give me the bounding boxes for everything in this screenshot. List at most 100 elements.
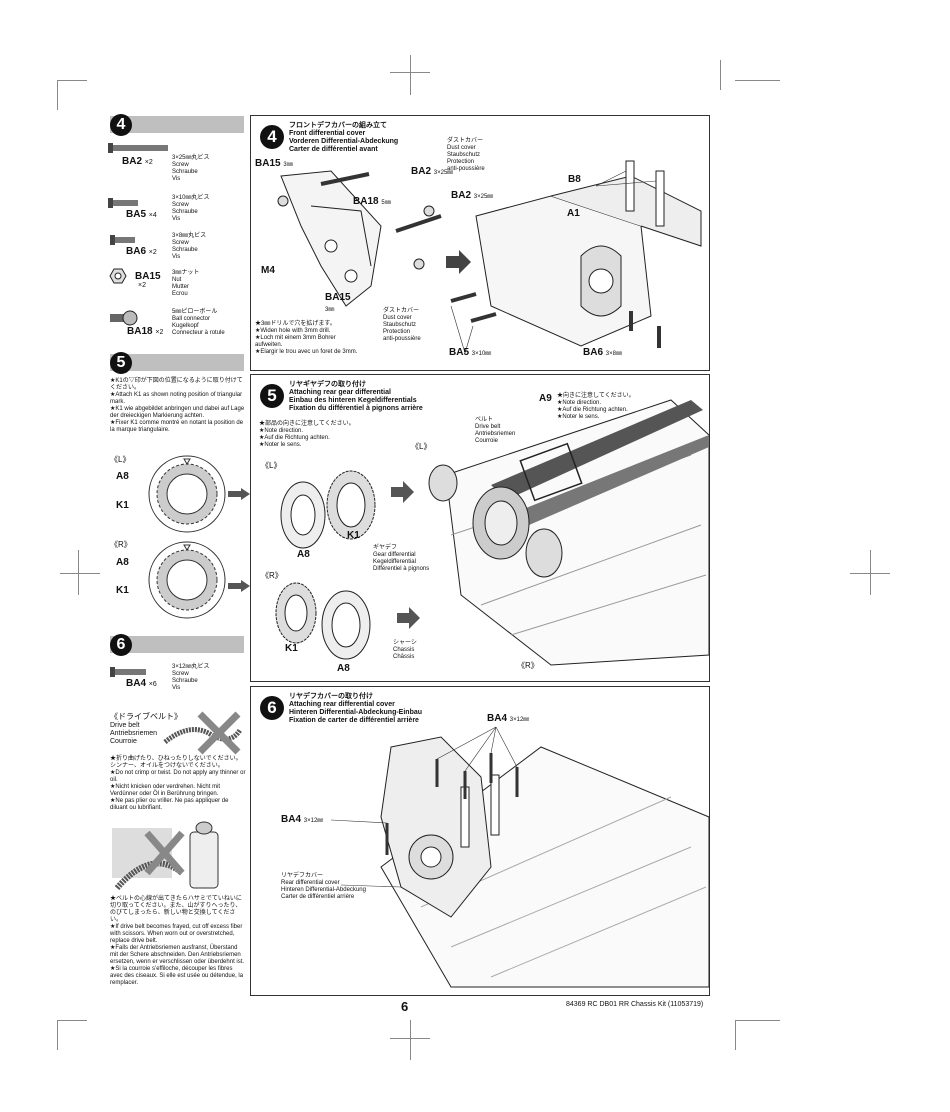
ba15-qty: ×2 <box>138 282 146 289</box>
panel4-ba15-label: BA15 3㎜ <box>255 158 293 169</box>
page-number: 6 <box>401 999 409 1014</box>
ba4-code: BA4 <box>126 678 147 689</box>
panel4-ba5-code: BA5 <box>449 347 470 358</box>
ba15-desc: 3㎜ナット Nut Mutter Ecrou <box>172 270 200 297</box>
step5-right-label: 《R》 <box>110 540 132 549</box>
ba2-qty: ×2 <box>144 159 153 166</box>
panel5-chassis-label: シャーシ Chassis Châssis <box>393 640 417 660</box>
ba18-desc: 5㎜ピローボール Ball connector Kugelkopf Connec… <box>172 309 225 336</box>
panel4-ba5-size: 3×10㎜ <box>471 351 492 357</box>
panel6-title-text: リヤデフカバーの取り付け Attaching rear differential… <box>289 693 423 724</box>
step5-a8-label-l: A8 <box>116 471 129 482</box>
panel-step4: 4 フロントデフカバーの組み立て Front differential cove… <box>250 115 710 371</box>
panel5-k1-label: K1 <box>347 530 360 541</box>
panel4-b8-label: B8 <box>568 174 581 185</box>
panel-step5: 5 リヤギヤデフの取り付け Attaching rear gear differ… <box>250 374 710 682</box>
panel5-title-text: リヤギヤデフの取り付け Attaching rear gear differen… <box>289 381 423 412</box>
panel4-dust-cover-label: ダストカバー Dust cover Staubschutz Protection… <box>447 138 485 172</box>
panel6-step-number: 6 <box>260 696 284 720</box>
rear-diff-cover-illustration <box>330 726 710 988</box>
belt-crimp-illustration <box>163 711 243 755</box>
step5-k1-label-r: K1 <box>116 585 129 596</box>
ba4-screw-icon <box>110 667 146 677</box>
panel4-title-text: フロントデフカバーの組み立て Front differential cover … <box>289 122 399 153</box>
panel4-ba6-label: BA6 3×8㎜ <box>583 347 622 358</box>
panel4-title: フロントデフカバーの組み立て Front differential cover … <box>289 122 398 154</box>
panel4-ba15b-code: BA15 <box>325 292 351 303</box>
drive-belt-title: 《ドライブベルト》 <box>110 712 182 721</box>
ba18-ball-icon <box>110 310 138 326</box>
panel4-ba15-size: 3㎜ <box>283 162 293 168</box>
panel5-gear-diff-label: ギヤデフ Gear differential Kegeldifferential… <box>373 545 430 572</box>
panel4-ba2b-label: BA2 3×25㎜ <box>451 190 493 201</box>
rear-gear-diff-illustration <box>275 399 710 666</box>
ba4-desc: 3×12㎜丸ビス Screw Schraube Vis <box>172 664 210 691</box>
step5-left-label: 《L》 <box>110 455 131 464</box>
panel5-direction-note: ★部品の向きに注意してください。 ★Note direction. ★Auf d… <box>259 421 355 448</box>
panel4-m4-label: M4 <box>261 265 275 276</box>
panel4-ba15-code: BA15 <box>255 158 281 169</box>
ba6-part-label: BA6 ×2 <box>126 246 157 257</box>
ba18-qty: ×2 <box>155 329 164 336</box>
panel4-ba15b-size: 3㎜ <box>325 307 335 313</box>
ba2-desc: 3×25㎜丸ビス Screw Schraube Vis <box>172 155 210 182</box>
ba5-part-label: BA5 ×4 <box>126 209 157 220</box>
panel4-ba6-code: BA6 <box>583 347 604 358</box>
panel4-ba2-label: BA2 3×25㎜ <box>411 166 453 177</box>
ba6-screw-icon <box>110 235 135 245</box>
ba2-screw-icon <box>108 143 168 153</box>
panel4-a1-label: A1 <box>567 208 580 219</box>
panel6-ba4b-code: BA4 <box>281 814 302 825</box>
panel5-belt-label: ベルト Drive belt Antriebsriemen Courroie <box>475 417 516 444</box>
panel5-step-number: 5 <box>260 384 284 408</box>
panel6-ba4b-label: BA4 3×12㎜ <box>281 814 323 825</box>
arrow-icon <box>228 580 250 592</box>
panel5-title: リヤギヤデフの取り付け Attaching rear gear differen… <box>289 381 423 413</box>
ba5-qty: ×4 <box>148 212 157 219</box>
ba2-part-label: BA2 ×2 <box>122 156 153 167</box>
ba2-code: BA2 <box>122 156 143 167</box>
panel5-left-label-2: 《L》 <box>411 442 432 451</box>
panel5-a8-label: A8 <box>297 549 310 560</box>
panel5-k1b-label: K1 <box>285 643 298 654</box>
step6-sidebar-number: 6 <box>110 634 132 656</box>
panel4-ba15b-label: BA15 3㎜ <box>325 292 351 314</box>
panel5-a8b-label: A8 <box>337 663 350 674</box>
ba18-code: BA18 <box>127 326 153 337</box>
panel-step6: 6 リヤデフカバーの取り付け Attaching rear differenti… <box>250 686 710 996</box>
panel6-cover-label: リヤデフカバー Rear differential cover Hinteren… <box>281 873 366 900</box>
panel4-ba2-size: 3×25㎜ <box>433 170 454 176</box>
panel4-ba2b-size: 3×25㎜ <box>473 194 494 200</box>
panel5-a9-label: A9 <box>539 393 552 404</box>
panel4-ba2-code: BA2 <box>411 166 432 177</box>
panel4-drill-note: ★3㎜ドリルで穴を拡げます。 ★Widen hole with 3mm dril… <box>255 321 358 355</box>
ba5-code: BA5 <box>126 209 147 220</box>
panel6-ba4-size: 3×12㎜ <box>509 717 530 723</box>
panel4-ba18-size: 5㎜ <box>381 200 391 206</box>
panel5-left-label: 《L》 <box>261 461 282 470</box>
panel4-ba6-size: 3×8㎜ <box>605 351 622 357</box>
step4-sidebar-header <box>110 116 244 133</box>
drive-belt-names: Drive belt Antriebsriemen Courroie <box>110 722 158 745</box>
panel4-ba18-label: BA18 5㎜ <box>353 196 391 207</box>
ba6-qty: ×2 <box>148 249 157 256</box>
ba4-part-label: BA4 ×6 <box>126 678 157 689</box>
drive-belt-fray-note: ★ベルトの心線が出てきたらハサミでていねいに切り取ってください。また、山がすりへ… <box>110 896 245 986</box>
arrow-icon <box>228 488 250 500</box>
panel5-right-label: 《R》 <box>261 571 283 580</box>
panel6-ba4b-size: 3×12㎜ <box>303 818 324 824</box>
panel4-step-number: 4 <box>260 125 284 149</box>
panel6-ba4-code: BA4 <box>487 713 508 724</box>
ba15-nut-icon <box>109 268 127 284</box>
ba5-screw-icon <box>108 198 138 208</box>
panel5-direction-note-2: ★向きに注意してください。 ★Note direction. ★Auf die … <box>557 393 635 420</box>
ba15-code: BA15 <box>135 271 161 282</box>
step5-a8-label-r: A8 <box>116 557 129 568</box>
drive-belt-note: ★折り曲げたり、ひねったりしないでください。シンナー、オイルをつけないでください… <box>110 756 246 811</box>
belt-oil-illustration <box>112 821 219 890</box>
ba5-desc: 3×10㎜丸ビス Screw Schraube Vis <box>172 195 210 222</box>
ba18-part-label: BA18 ×2 <box>127 326 163 337</box>
k1-right-ring-illustration <box>148 541 226 619</box>
step6-sidebar-header <box>110 636 244 653</box>
ba6-code: BA6 <box>126 246 147 257</box>
